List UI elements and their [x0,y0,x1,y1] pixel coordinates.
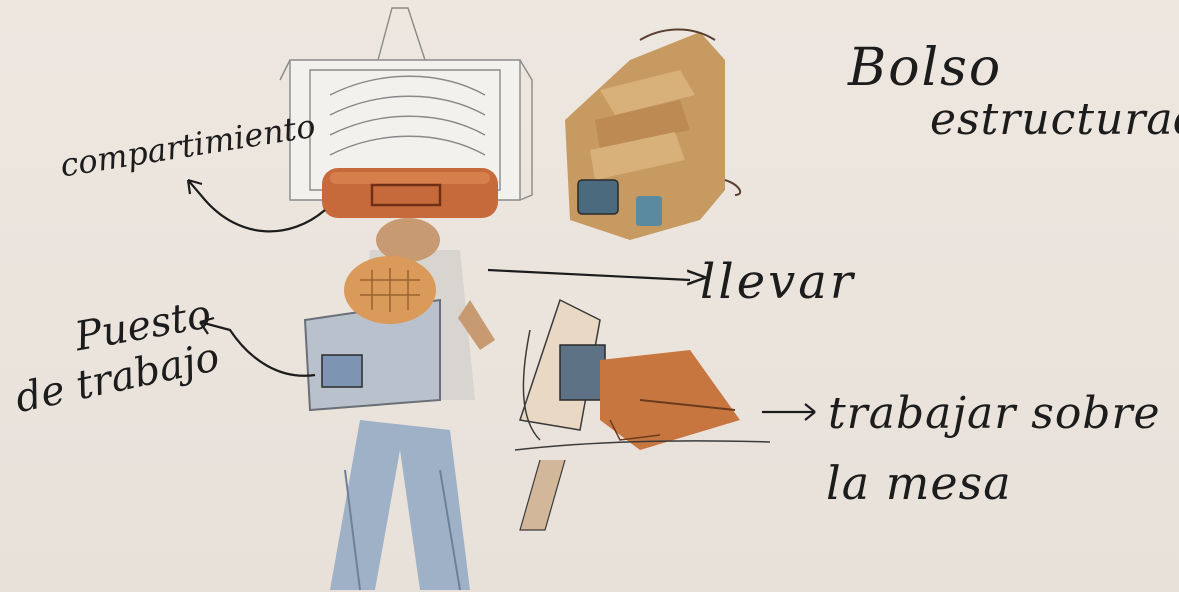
title-line-1: Bolso [848,42,1002,94]
backpack-3d-sketch [565,29,740,240]
bag-bottom-roll [322,168,498,218]
label-work-on-table-line-2: la mesa [826,460,1012,506]
carry-arrow [488,270,690,280]
label-work-on-table-line-1: trabajar sobre [828,392,1161,436]
person-with-backpack [305,218,495,590]
workstation-sketch [515,300,770,530]
label-carry: llevar [700,258,856,306]
title-line-2: estructurado [930,98,1179,142]
